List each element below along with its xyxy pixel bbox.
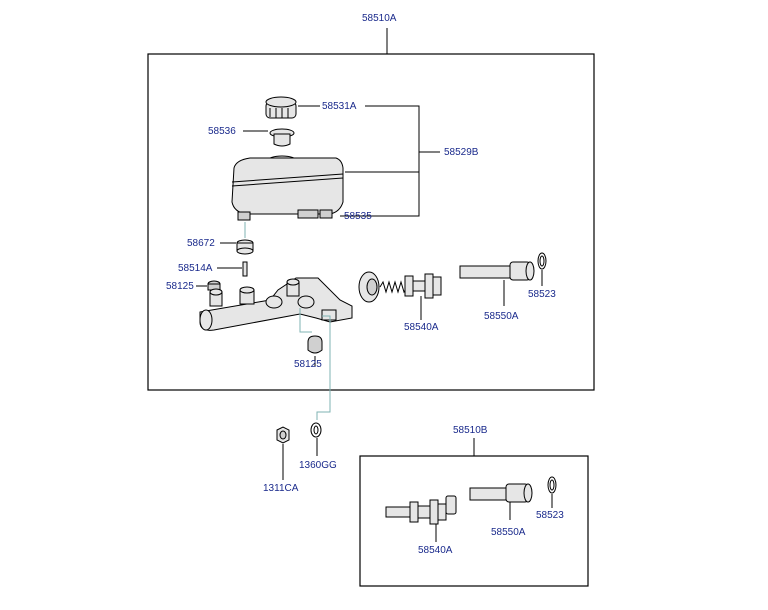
plug-upper-part[interactable] bbox=[207, 280, 221, 291]
seal-58672-part[interactable] bbox=[236, 239, 254, 255]
plug-lower-part[interactable] bbox=[307, 335, 323, 354]
connector-plug bbox=[299, 308, 312, 333]
label-58535[interactable]: 58535 bbox=[344, 211, 372, 222]
label-58510a[interactable]: 58510A bbox=[362, 13, 397, 24]
label-1360gg[interactable]: 1360GG bbox=[299, 460, 337, 471]
label-58514a[interactable]: 58514A bbox=[178, 263, 213, 274]
label-kit-58523[interactable]: 58523 bbox=[536, 510, 564, 521]
piston-58550a-part[interactable] bbox=[459, 261, 535, 281]
kit-piston-58540a-part[interactable] bbox=[385, 495, 457, 525]
label-kit-58540a[interactable]: 58540A bbox=[418, 545, 453, 556]
master-cylinder-body[interactable] bbox=[199, 277, 353, 331]
strainer-part[interactable] bbox=[269, 128, 295, 147]
label-58523[interactable]: 58523 bbox=[528, 289, 556, 300]
assembly-frame-58510a bbox=[147, 53, 595, 391]
label-58125-upper[interactable]: 58125 bbox=[166, 281, 194, 292]
label-1311ca[interactable]: 1311CA bbox=[263, 483, 299, 494]
label-58531a[interactable]: 58531A bbox=[322, 101, 357, 112]
label-58529b[interactable]: 58529B bbox=[444, 147, 479, 158]
connector-washer bbox=[316, 315, 331, 420]
ring-58523-part[interactable] bbox=[537, 252, 547, 270]
label-58536[interactable]: 58536 bbox=[208, 126, 236, 137]
bracket-58529b bbox=[340, 105, 420, 217]
washer-part[interactable] bbox=[310, 422, 322, 438]
nut-part[interactable] bbox=[276, 426, 290, 444]
label-58540a[interactable]: 58540A bbox=[404, 322, 439, 333]
label-58550a[interactable]: 58550A bbox=[484, 311, 519, 322]
label-kit-58550a[interactable]: 58550A bbox=[491, 527, 526, 538]
piston-58540a-part[interactable] bbox=[358, 271, 442, 303]
reservoir-cap-part[interactable] bbox=[265, 96, 297, 119]
kit-piston-58550a-part[interactable] bbox=[469, 483, 533, 503]
label-58125-lower[interactable]: 58125 bbox=[294, 359, 322, 370]
assembly-frame-58510b bbox=[359, 455, 589, 587]
kit-ring-58523-part[interactable] bbox=[547, 476, 557, 494]
reservoir-part[interactable] bbox=[231, 155, 344, 221]
label-58672[interactable]: 58672 bbox=[187, 238, 215, 249]
pin-part[interactable] bbox=[242, 261, 248, 277]
label-58510b[interactable]: 58510B bbox=[453, 425, 488, 436]
